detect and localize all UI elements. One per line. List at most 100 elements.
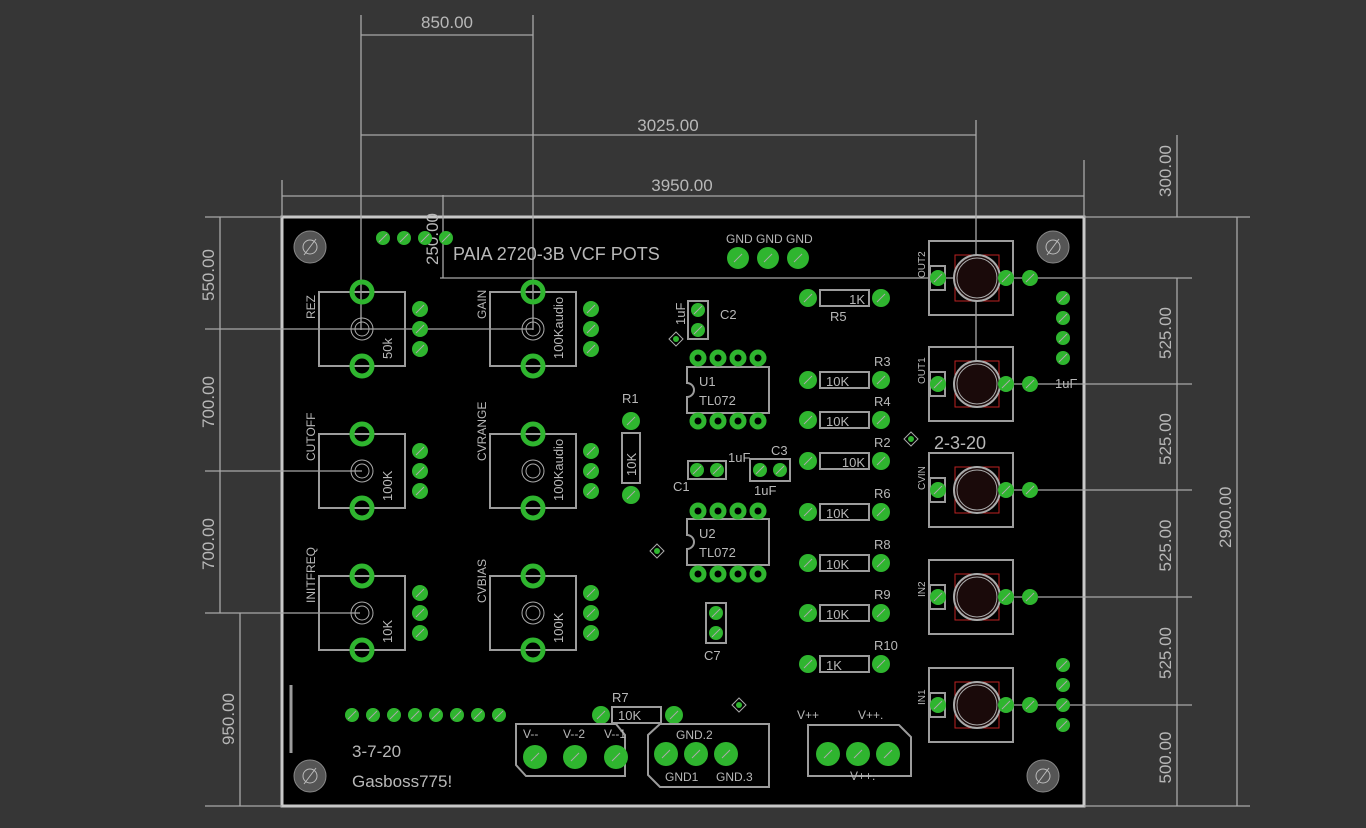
pot-value: 10K (380, 620, 395, 643)
pad-marker (415, 628, 425, 638)
dimension-3025: 3025.00 (637, 116, 698, 135)
pad-marker (586, 466, 596, 476)
pad-marker (803, 456, 813, 466)
pot-shaft-inner (354, 605, 370, 621)
pot-lug (520, 421, 546, 447)
resistor-value: 10K (826, 374, 849, 389)
pot-outline (318, 291, 406, 367)
ic-pin (709, 502, 727, 520)
connector-label: V++ (797, 708, 819, 722)
pad-marker (431, 710, 441, 720)
mounting-hole-ring (302, 768, 318, 784)
pad-marker (415, 608, 425, 618)
resistor-value: 10K (618, 708, 641, 723)
jack-label: IN2 (917, 581, 928, 597)
dimension-right-1: 525.00 (1156, 413, 1175, 465)
pad-marker (1001, 379, 1011, 389)
ic-pin (729, 412, 747, 430)
pad-marker (1001, 273, 1011, 283)
pad-marker (1058, 353, 1068, 363)
dimension-2900: 2900.00 (1216, 487, 1235, 548)
resistor-name: R5 (830, 309, 847, 324)
pad-marker (1058, 700, 1068, 710)
resistor-body (819, 371, 870, 389)
jack-inner (956, 684, 998, 726)
ic-pin (709, 412, 727, 430)
mounting-hole-ring (1035, 768, 1051, 784)
pad-marker (733, 253, 743, 263)
pad-marker (876, 608, 886, 618)
pad-marker (661, 749, 671, 759)
pad-marker (596, 710, 606, 720)
pad-marker (876, 558, 886, 568)
pot-shaft (350, 317, 374, 341)
pad-marker (876, 659, 886, 669)
pad-marker (1025, 485, 1035, 495)
pot-lug (520, 563, 546, 589)
pad-marker (626, 490, 636, 500)
dimension-3950: 3950.00 (651, 176, 712, 195)
capacitor-outline (687, 300, 709, 340)
pad-marker (1058, 660, 1068, 670)
pad-marker (452, 710, 462, 720)
pad-marker (586, 324, 596, 334)
ic-pin (709, 565, 727, 583)
via-marker (731, 697, 747, 713)
pad-marker (415, 304, 425, 314)
jack-inner (956, 257, 998, 299)
pad-marker (721, 749, 731, 759)
author-label: Gasboss775! (352, 772, 452, 791)
pot-name-CVRANGE: CVRANGE (475, 402, 489, 461)
ic-pin (749, 502, 767, 520)
resistor-name: R10 (874, 638, 898, 653)
pad-marker (441, 233, 451, 243)
pad-marker (1025, 700, 1035, 710)
jack-body (953, 254, 1001, 302)
resistor-body (611, 706, 662, 724)
capacitor-name: C7 (704, 648, 721, 663)
pad-marker (711, 628, 721, 638)
pad-marker (1025, 273, 1035, 283)
pot-value: 100Kaudio (551, 297, 566, 359)
ic-outline (686, 518, 770, 566)
jack-body (953, 466, 1001, 514)
ic-pin (729, 502, 747, 520)
resistor-name: R9 (874, 587, 891, 602)
pad-marker (803, 507, 813, 517)
pad-marker (876, 415, 886, 425)
resistor-body (819, 503, 870, 521)
capacitor-outline (687, 460, 727, 480)
pad-marker (763, 253, 773, 263)
via (908, 436, 914, 442)
pad-marker (669, 710, 679, 720)
resistor-name: R6 (874, 486, 891, 501)
pot-shaft-inner (525, 321, 541, 337)
pot-outline (489, 291, 577, 367)
pad-marker (693, 305, 703, 315)
board-title: PAIA 2720-3B VCF POTS (453, 244, 660, 264)
jack-label: CVIN (917, 466, 928, 490)
connector-gnd-outline (647, 723, 770, 788)
ic-pin (749, 412, 767, 430)
pad-marker (586, 588, 596, 598)
pad-marker (1058, 293, 1068, 303)
date-label-left: 3-7-20 (352, 742, 401, 761)
pot-shaft (521, 317, 545, 341)
dimension-left-3: 950.00 (219, 693, 238, 745)
pot-value: 100Kaudio (551, 439, 566, 501)
dimension-250: 250.00 (423, 213, 442, 265)
ic-name: U2 (699, 526, 716, 541)
mounting-hole-slash (303, 767, 317, 785)
dimension-300: 300.00 (1156, 145, 1175, 197)
gnd-label: GND (756, 232, 783, 246)
resistor-value: 10K (826, 506, 849, 521)
via (654, 548, 660, 554)
pad-marker (586, 344, 596, 354)
pot-outline (318, 575, 406, 651)
pad-marker (415, 466, 425, 476)
pot-value: 100K (380, 470, 395, 501)
mounting-hole-slash (1036, 767, 1050, 785)
